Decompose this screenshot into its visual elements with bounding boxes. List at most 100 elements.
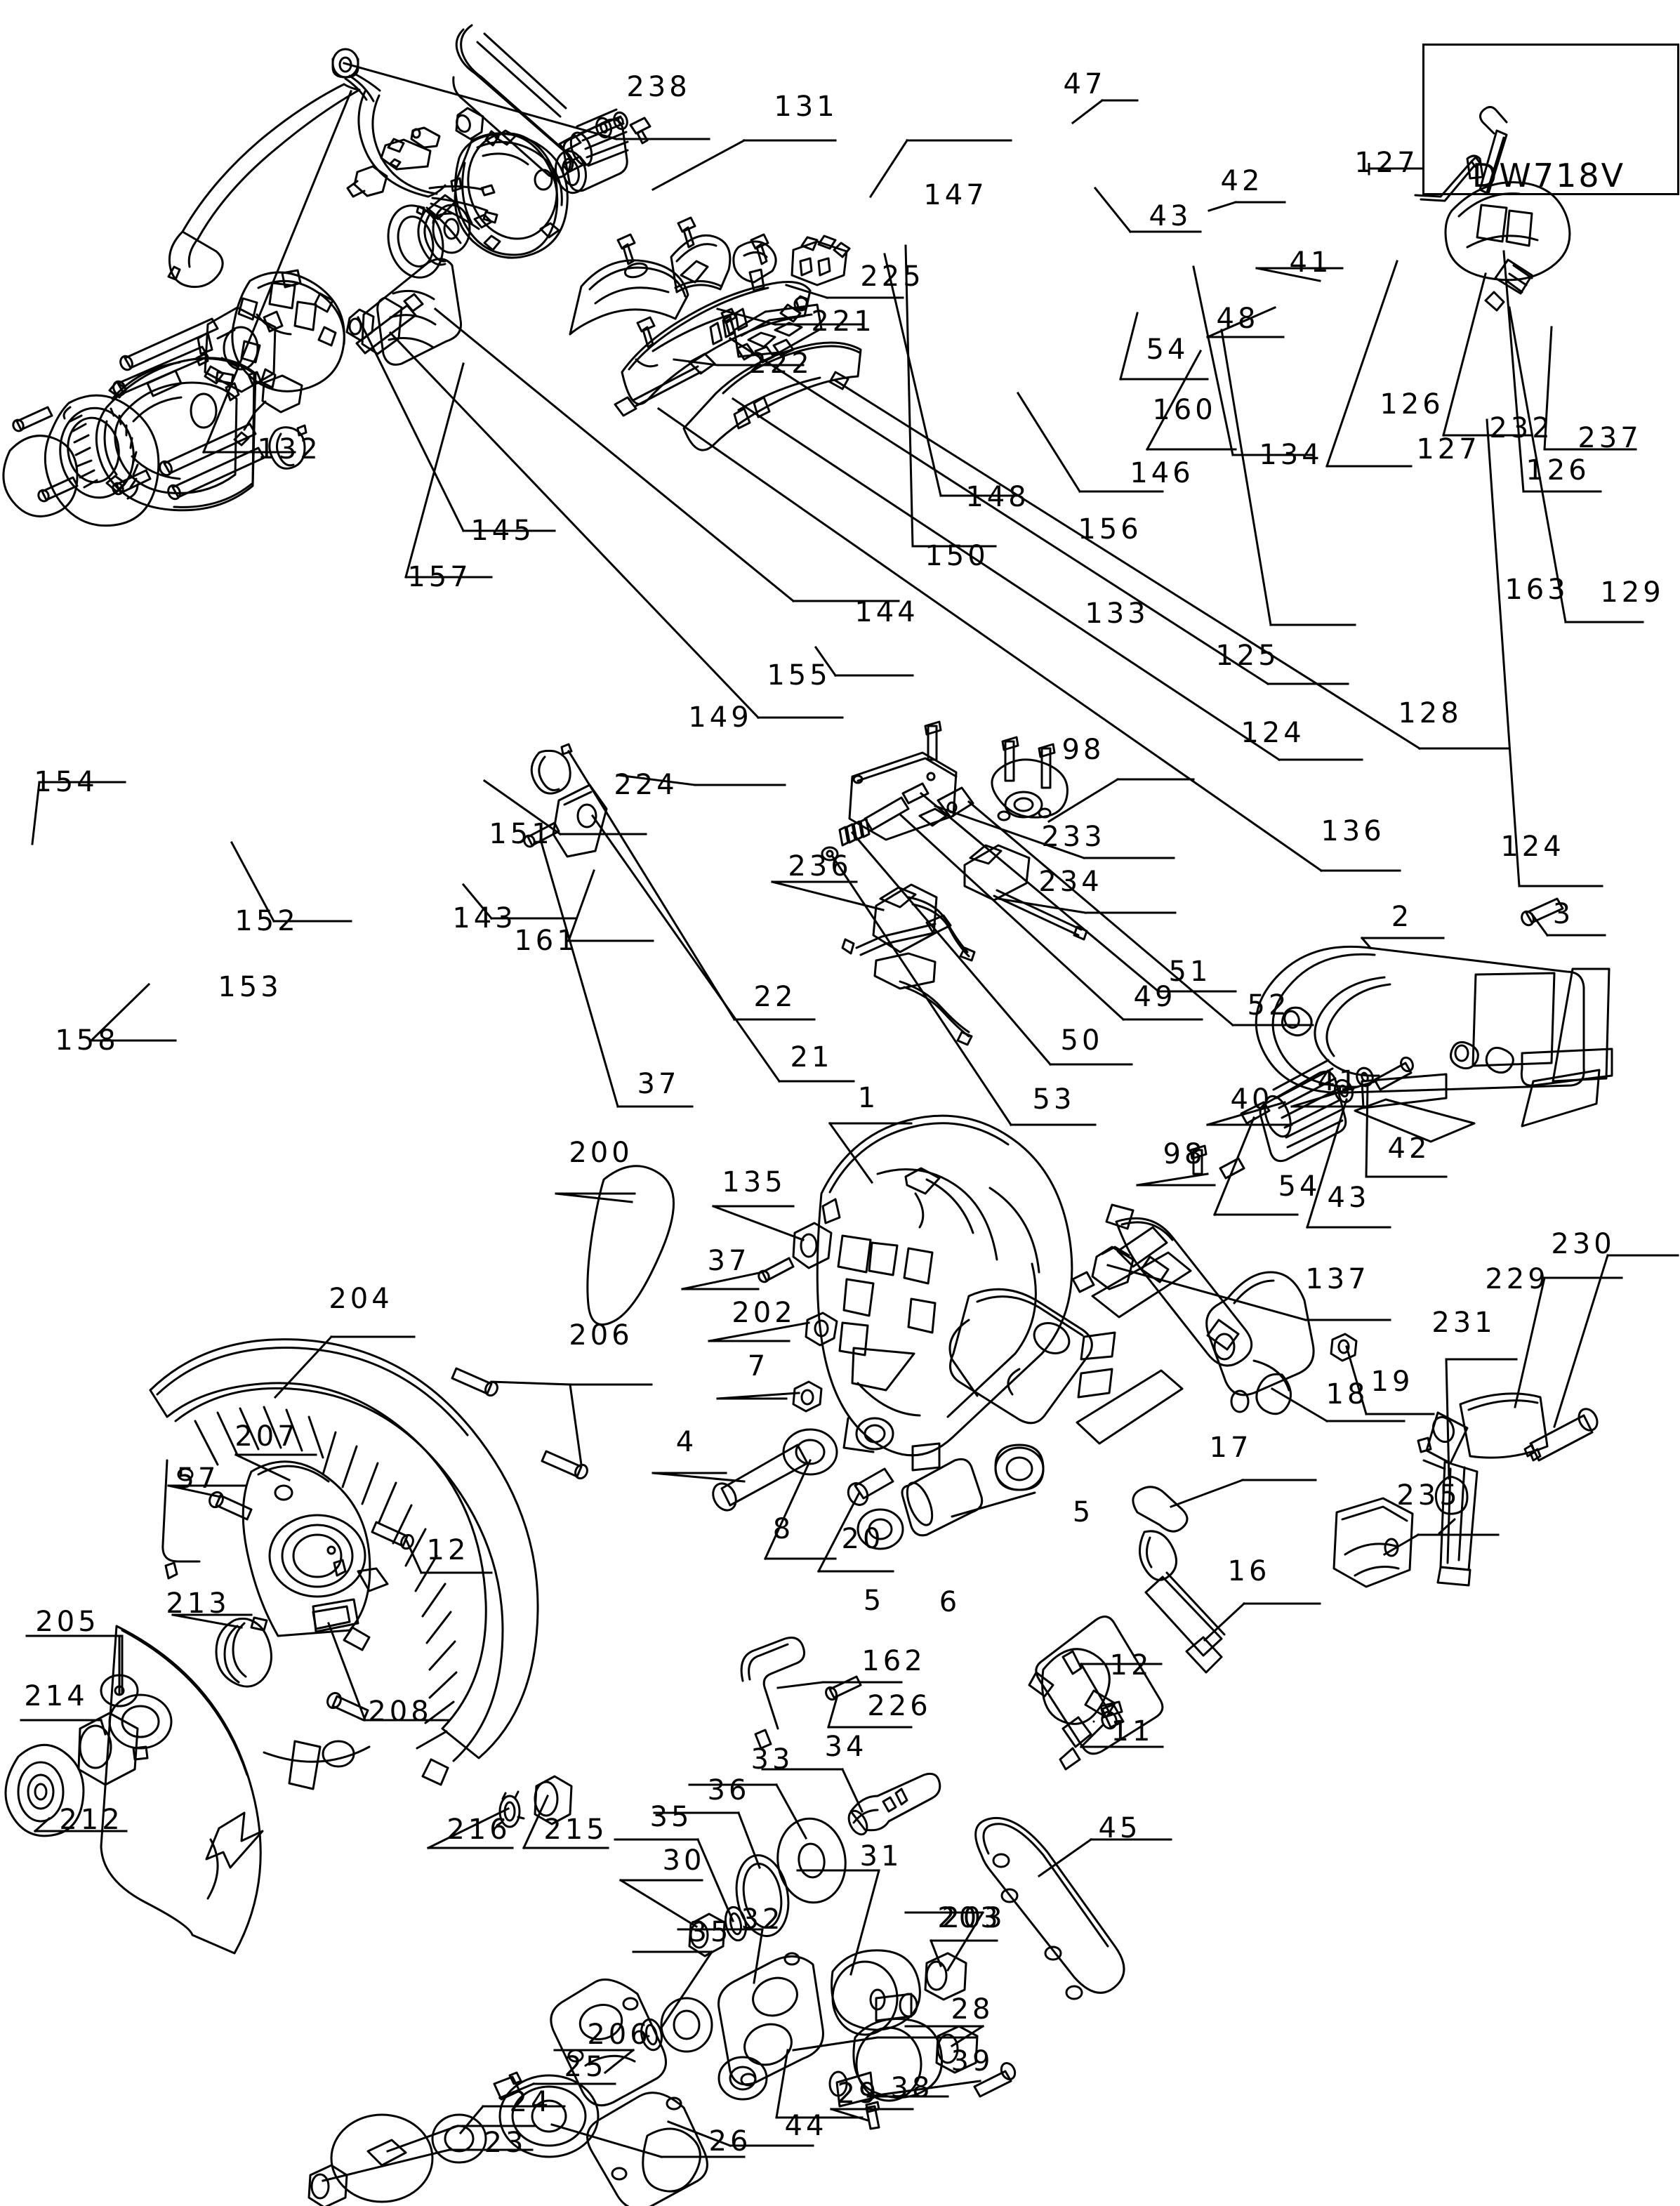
- part-28-pulley: [828, 2018, 944, 2108]
- callout-236: 236: [788, 850, 852, 883]
- callout-98-b: 98: [1163, 1138, 1206, 1170]
- part-45-gasket: [974, 1816, 1125, 2000]
- part-98-lever: [1105, 1203, 1253, 1367]
- part-24-flange: [330, 2113, 434, 2203]
- callout-232: 232: [1489, 412, 1554, 444]
- callout-224: 224: [614, 769, 678, 801]
- callout-54-top: 54: [1146, 333, 1189, 366]
- callout-206-a: 206: [569, 1319, 633, 1352]
- callout-22: 22: [753, 981, 797, 1013]
- part-212-roller: [4, 1743, 85, 1837]
- callout-213: 213: [166, 1587, 230, 1620]
- callout-12-a: 12: [426, 1534, 470, 1566]
- part-54-woodruff-keys: [558, 134, 587, 173]
- callout-157: 157: [407, 561, 472, 593]
- part-137-bracket: [1071, 1246, 1135, 1293]
- part-236-wire-kit: [841, 883, 976, 1046]
- callout-41-b: 41: [1317, 1065, 1361, 1097]
- callout-40: 40: [1230, 1083, 1274, 1116]
- callout-162: 162: [861, 1645, 926, 1677]
- callout-7: 7: [747, 1350, 769, 1382]
- part-155-screw: [355, 293, 424, 355]
- part-161-ring: [268, 424, 307, 470]
- callout-207: 207: [234, 1420, 299, 1453]
- part-51-rod: [901, 782, 930, 805]
- callout-234: 234: [1038, 866, 1103, 898]
- callout-237: 237: [1578, 422, 1642, 454]
- part-231-spring: [1422, 1459, 1469, 1535]
- callout-50: 50: [1060, 1024, 1104, 1057]
- callout-47: 47: [1063, 68, 1106, 100]
- part-151-pin-b: [146, 369, 183, 397]
- callout-35-a: 35: [649, 1801, 693, 1833]
- part-225-terminal: [410, 126, 441, 149]
- part-156-stator-band: [450, 130, 559, 256]
- part-204-blade-guard: [149, 1338, 539, 1790]
- callout-53: 53: [1032, 1083, 1076, 1116]
- callout-23: 23: [484, 2127, 527, 2159]
- callout-45: 45: [1098, 1812, 1142, 1844]
- model-inset-box: [1422, 44, 1679, 195]
- part-133-handle-cover: [569, 259, 689, 336]
- callout-124-b: 124: [1500, 831, 1565, 863]
- part-154-screw-2: [112, 469, 152, 496]
- part-134-screw: [616, 233, 636, 265]
- callout-29: 29: [837, 2078, 880, 2110]
- part-238-grommet: [331, 48, 359, 79]
- part-19-nut: [1330, 1333, 1358, 1362]
- callout-3: 3: [1552, 898, 1575, 930]
- part-213-spring: [215, 1616, 272, 1688]
- part-162-rod: [740, 1637, 805, 1750]
- part-221-bracket: [380, 138, 432, 171]
- callout-125: 125: [1215, 640, 1280, 672]
- part-49-pin: [864, 796, 910, 831]
- callout-26: 26: [708, 2125, 752, 2158]
- callout-156: 156: [1078, 513, 1142, 546]
- callout-147: 147: [923, 179, 988, 211]
- callout-57: 57: [176, 1462, 220, 1495]
- callout-204: 204: [329, 1283, 393, 1315]
- part-41-screw-b: [1373, 1056, 1414, 1091]
- callout-208: 208: [368, 1696, 432, 1728]
- callout-238: 238: [626, 71, 691, 103]
- callout-221: 221: [811, 305, 875, 338]
- part-20-pin: [847, 1467, 894, 1506]
- callout-51: 51: [1168, 956, 1212, 988]
- callout-154: 154: [34, 766, 98, 798]
- callout-34: 34: [824, 1731, 868, 1763]
- part-157-brush-holder: [195, 306, 284, 393]
- part-98-screw-b: [1189, 1144, 1208, 1175]
- callout-38: 38: [890, 2072, 934, 2104]
- callout-222: 222: [748, 348, 813, 380]
- part-50-spring: [838, 817, 871, 847]
- callout-30: 30: [662, 1844, 706, 1877]
- callout-212: 212: [59, 1804, 124, 1836]
- part-57-screw: [209, 1491, 253, 1521]
- callout-152: 152: [234, 905, 299, 937]
- callout-5-a: 5: [1072, 1496, 1094, 1528]
- part-33-washer: [776, 1817, 847, 1904]
- part-126-screw-b: [750, 233, 769, 265]
- callout-235: 235: [1396, 1479, 1461, 1512]
- callout-49: 49: [1133, 981, 1177, 1013]
- part-12-screw-b: [1092, 1700, 1125, 1730]
- part-226-screw: [825, 1675, 862, 1701]
- part-126-screw-a: [677, 216, 696, 249]
- callout-155: 155: [767, 659, 831, 692]
- callout-127-a: 127: [1354, 147, 1419, 179]
- part-124-handle-half-lower: [682, 341, 862, 451]
- callout-17: 17: [1209, 1432, 1252, 1464]
- part-206-screw-b: [541, 1450, 588, 1480]
- part-132-power-cord: [167, 72, 381, 289]
- callout-137: 137: [1305, 1263, 1370, 1295]
- part-158-screw: [37, 476, 79, 503]
- part-206-plate: [550, 1979, 667, 2107]
- part-153-baffle: [44, 394, 160, 527]
- callout-127-b: 127: [1416, 433, 1481, 465]
- callout-1: 1: [857, 1082, 880, 1114]
- callout-131: 131: [774, 91, 838, 123]
- part-54-key-b: [1240, 1101, 1271, 1125]
- callout-225: 225: [860, 260, 925, 293]
- part-26-washer: [498, 2074, 600, 2158]
